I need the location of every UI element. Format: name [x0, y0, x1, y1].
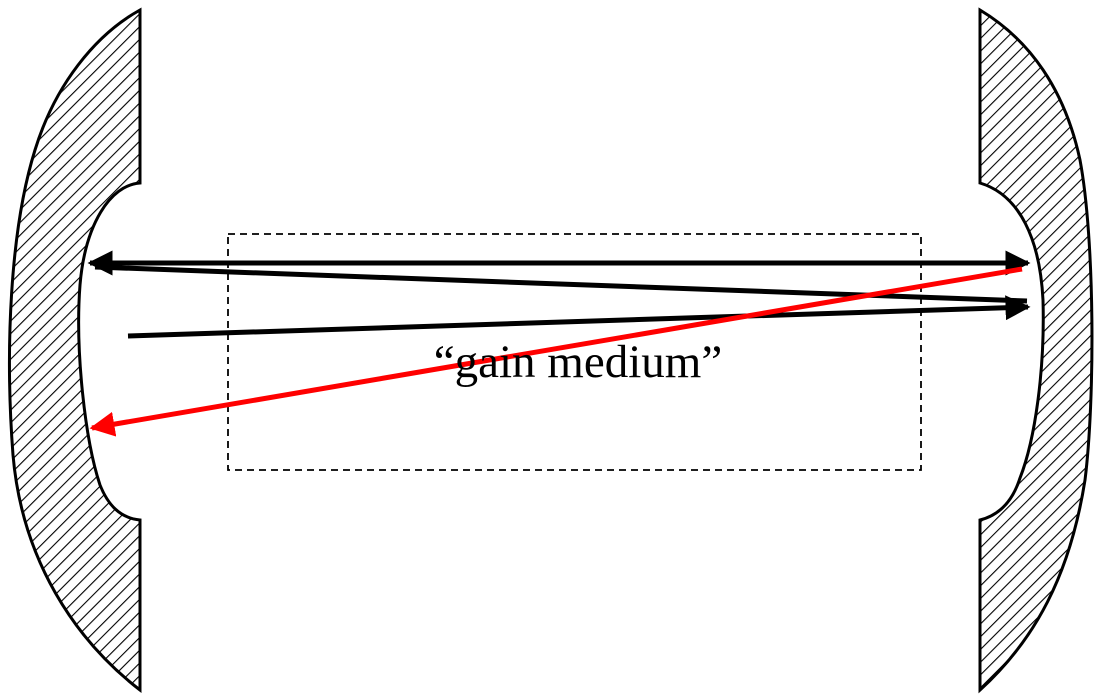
gain-medium-label: “gain medium”: [434, 336, 722, 388]
left-mirror-icon: [7, 7, 142, 694]
gain-medium-region: [227, 233, 922, 471]
beam-incoming-arrow: [127, 295, 1031, 339]
right-mirror-icon: [978, 7, 1094, 694]
beam-red-arrow: [89, 266, 1023, 437]
beam-diagonal-down: [94, 264, 1028, 304]
